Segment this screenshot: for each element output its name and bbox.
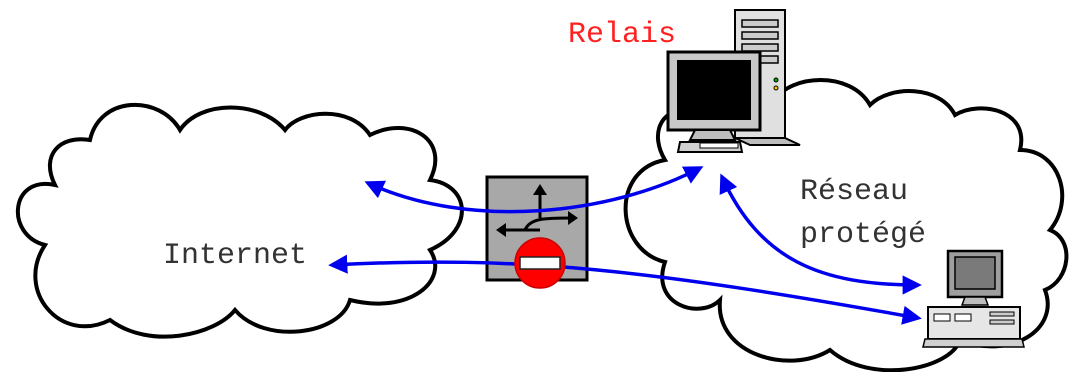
relay-label: Relais <box>568 18 677 52</box>
no-entry-icon <box>514 237 566 289</box>
internet-cloud <box>15 102 464 339</box>
workstation-computer <box>922 249 1025 348</box>
arrow-internet-relay <box>364 166 704 214</box>
relay-server-computer <box>666 9 801 153</box>
protected-network-label-line2: protégé <box>800 218 927 252</box>
arrow-internet-workstation-blocked <box>328 254 922 325</box>
internet-label: Internet <box>163 239 308 273</box>
protected-network-label-line1: Réseau <box>800 175 909 209</box>
